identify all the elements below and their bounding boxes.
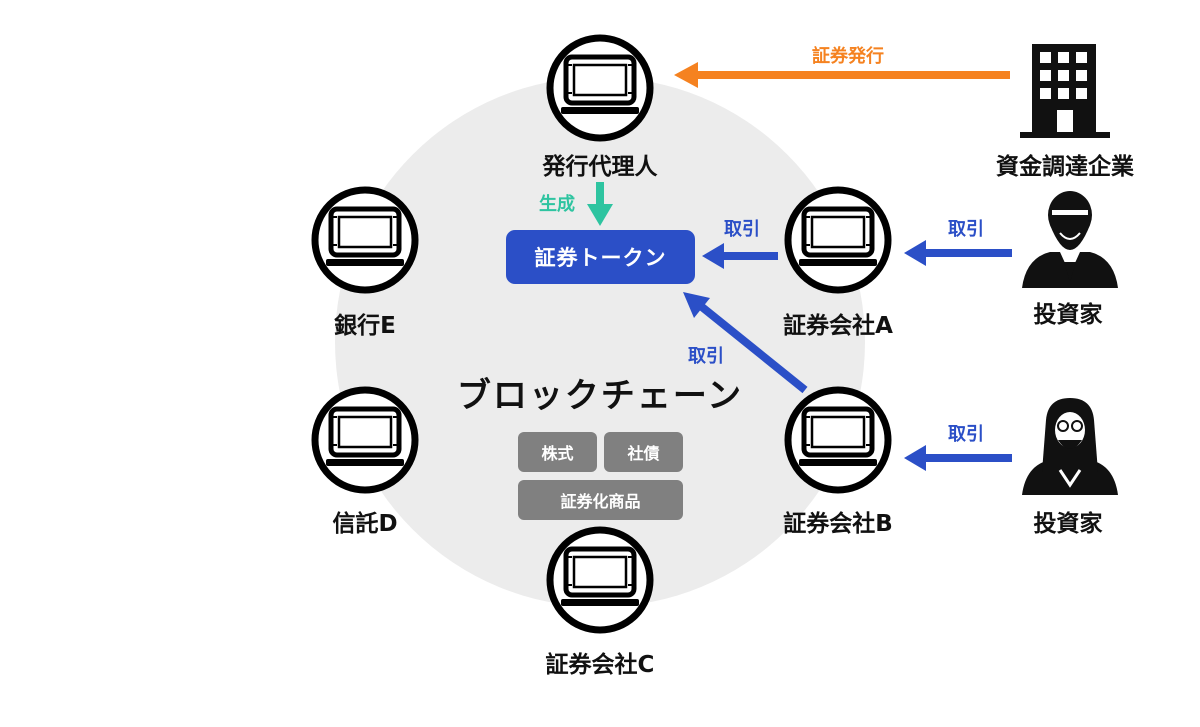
trade-investor2-b-arrow [904, 445, 1012, 471]
generate-arrow [587, 182, 613, 226]
securities-a-label: 証券会社A [783, 313, 893, 339]
securities-b-laptop-icon [788, 390, 888, 490]
trade-investor1-a-label: 取引 [948, 219, 984, 240]
asset-tag-bond: 社債 [604, 432, 683, 472]
security-token-box: 証券トークン [506, 230, 695, 284]
issue-arrow-label: 証券発行 [812, 46, 884, 67]
trade-a-token-label: 取引 [724, 219, 760, 240]
trust-d-label: 信託D [332, 511, 398, 537]
securities-c-laptop-icon [550, 530, 650, 630]
trade-b-token-arrow [683, 292, 808, 394]
trade-a-token-arrow [702, 243, 778, 269]
blockchain-title: ブロックチェーン [456, 376, 744, 416]
issuing-agent-laptop-icon [550, 38, 650, 138]
issuing-agent-label: 発行代理人 [542, 154, 658, 180]
securities-b-label: 証券会社B [783, 511, 893, 537]
bald-bearded-man-icon [1022, 191, 1118, 288]
trade-investor1-a-arrow [904, 240, 1012, 266]
issue-arrow [674, 62, 1010, 88]
securities-c-label: 証券会社C [545, 652, 655, 678]
long-haired-man-icon [1022, 398, 1118, 495]
bank-e-label: 銀行E [334, 313, 396, 339]
securities-a-laptop-icon [788, 190, 888, 290]
trust-d-laptop-icon [315, 390, 415, 490]
trade-b-token-label: 取引 [688, 346, 724, 367]
office-building-icon [1020, 44, 1110, 138]
investor-1-label: 投資家 [1033, 302, 1103, 328]
blockchain-circle [335, 77, 865, 607]
asset-tag-securitized-product: 証券化商品 [518, 480, 683, 520]
asset-tag-stock: 株式 [518, 432, 597, 472]
company-label: 資金調達企業 [996, 154, 1134, 180]
investor-2-label: 投資家 [1033, 511, 1103, 537]
trade-investor2-b-label: 取引 [948, 424, 984, 445]
generate-arrow-label: 生成 [539, 194, 575, 215]
bank-e-laptop-icon [315, 190, 415, 290]
